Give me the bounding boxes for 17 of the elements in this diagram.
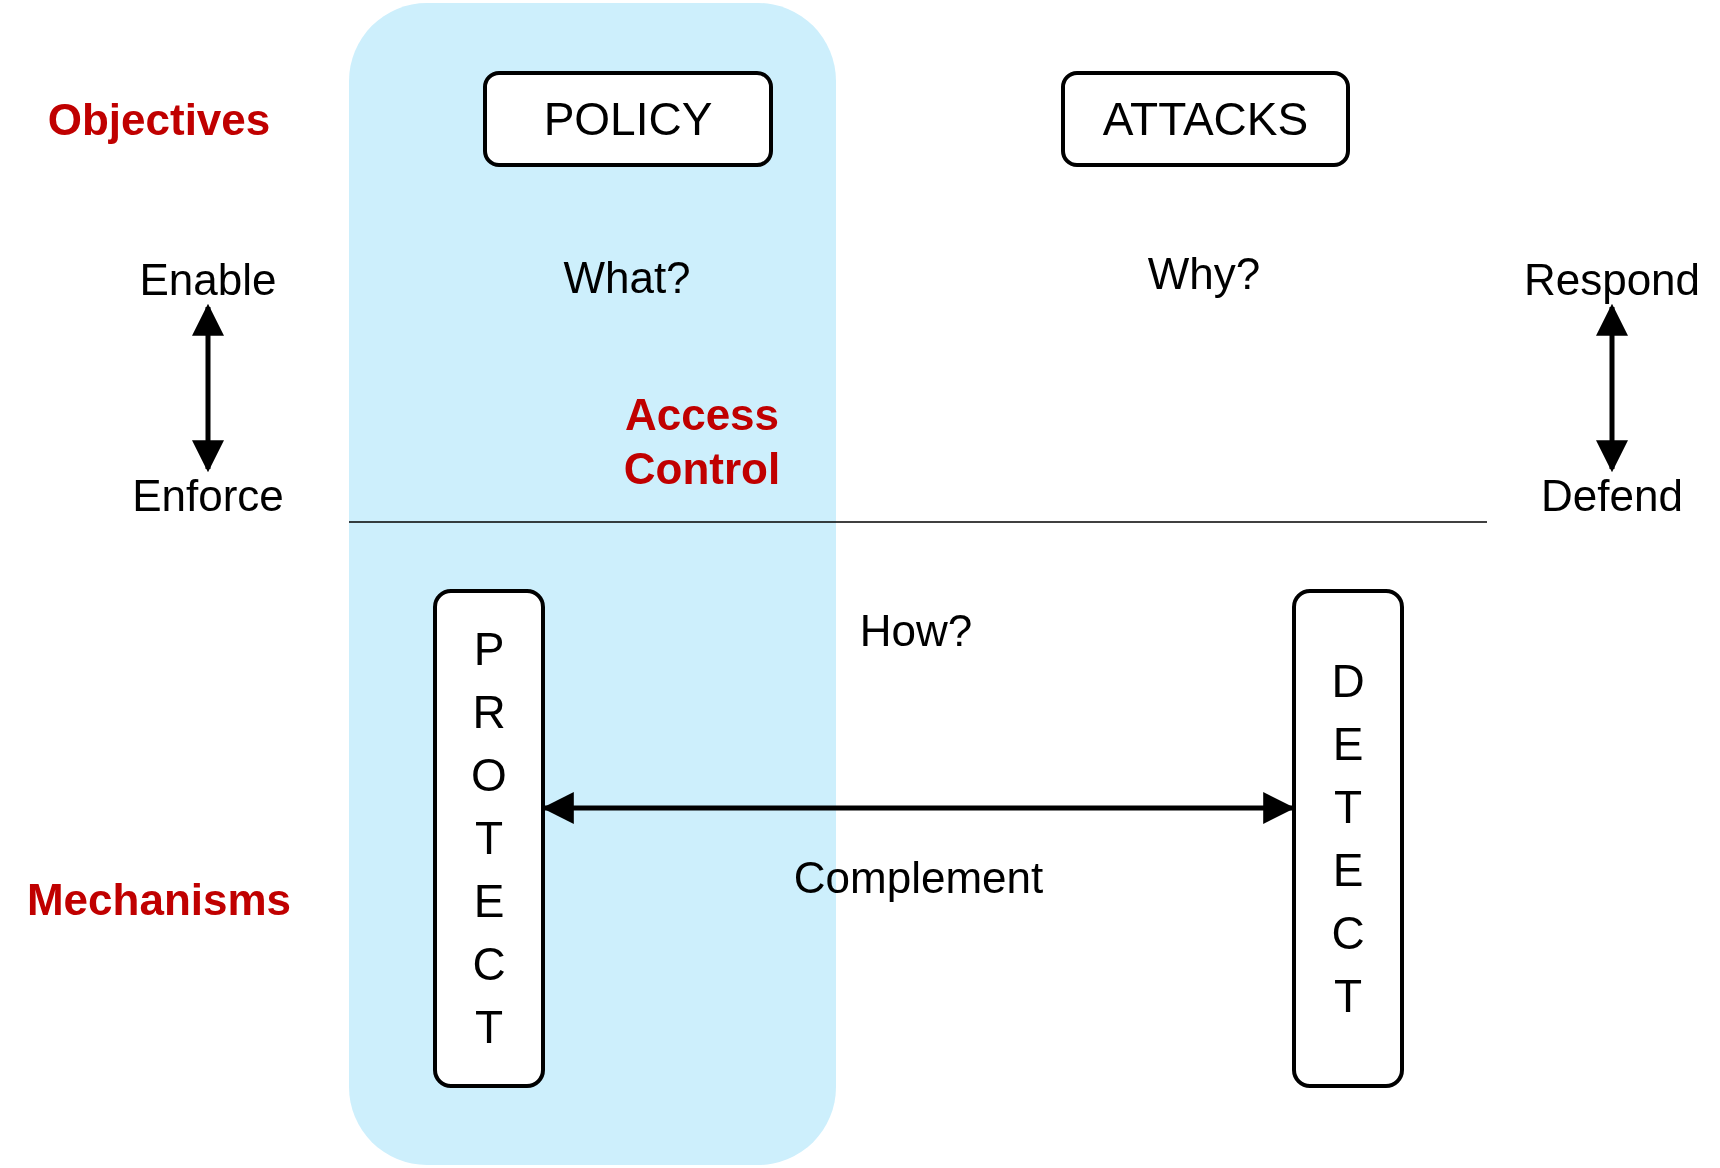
band-heading: Access Control (622, 389, 782, 495)
section-heading: Objectives (47, 94, 271, 146)
question-text: What? (563, 252, 691, 304)
double-arrow (192, 303, 224, 473)
vertical-box: PROTECT (433, 589, 545, 1088)
text-label: Enable (118, 253, 298, 307)
rounded-box: ATTACKS (1061, 71, 1350, 167)
section-heading: Mechanisms (26, 874, 292, 926)
vertical-box: DETECT (1292, 589, 1404, 1088)
edge-label: Complement (793, 852, 1044, 904)
text-label: Enforce (108, 469, 308, 523)
text-label: Defend (1512, 469, 1712, 523)
rounded-box: POLICY (483, 71, 773, 167)
text-label: Respond (1507, 253, 1717, 307)
question-text: Why? (1147, 248, 1261, 300)
question-text: How? (859, 605, 973, 657)
double-arrow (1596, 303, 1628, 473)
